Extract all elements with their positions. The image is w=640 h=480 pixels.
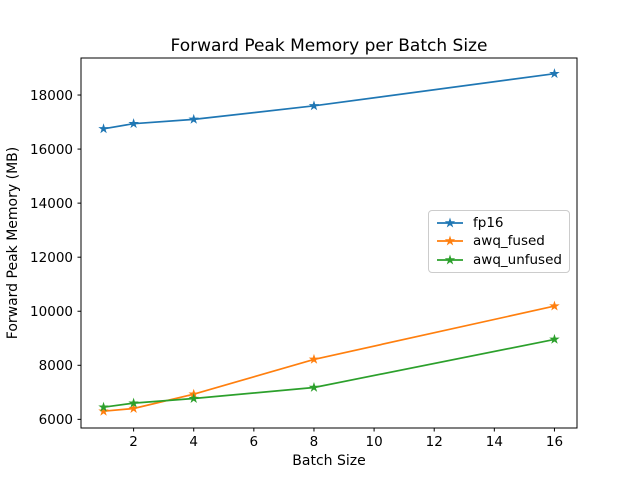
data-point-awq_unfused [128,397,139,408]
series-line-awq_fused [103,305,555,413]
x-tick-label: 4 [189,434,198,450]
x-axis-label: Batch Size [292,453,366,469]
x-tick-label: 6 [250,434,259,450]
data-point-fp16 [128,118,139,129]
legend-star-icon [444,254,456,265]
data-point-awq_fused [98,405,109,416]
x-tick-label: 14 [486,434,503,450]
data-point-fp16 [549,68,560,79]
y-tick-label: 16000 [30,142,73,158]
y-tick-label: 8000 [39,358,73,374]
legend-entry-awq_fused: awq_fused [436,232,562,250]
legend-entry-awq_unfused: awq_unfused [436,251,562,269]
data-point-fp16 [98,123,109,134]
y-tick-label: 10000 [30,304,73,320]
data-point-awq_unfused [549,333,560,344]
x-tick-label: 16 [546,434,563,450]
data-point-fp16 [188,113,199,124]
legend-label-fp16: fp16 [473,215,504,232]
x-tick-label: 2 [129,434,138,450]
legend-star-icon [444,235,456,246]
y-axis-label: Forward Peak Memory (MB) [5,146,21,340]
legend-entry-fp16: fp16 [436,214,562,232]
data-point-awq_fused [308,353,320,364]
y-tick-label: 14000 [30,196,73,212]
legend-label-awq_fused: awq_fused [473,233,545,250]
x-tick-label: 12 [426,434,443,450]
y-tick-label: 18000 [30,88,73,104]
y-tick-label: 12000 [30,250,73,266]
plot-spines [80,57,578,429]
x-tick-label: 10 [365,434,382,450]
legend-star-icon [444,217,456,228]
legend-label-awq_unfused: awq_unfused [473,251,562,268]
x-tick-label: 8 [310,434,319,450]
data-point-awq_unfused [308,381,320,392]
data-point-fp16 [308,100,320,111]
legend-line-sample-awq_unfused [437,254,463,265]
legend-line-sample-fp16 [437,217,463,228]
legend-line-sample-awq_fused [437,235,463,246]
data-point-awq_unfused [188,393,199,403]
data-point-awq_unfused [98,401,109,412]
data-point-awq_fused [549,300,560,311]
y-tick-label: 6000 [39,412,73,428]
data-point-awq_fused [128,403,139,413]
series-line-fp16 [103,72,555,130]
chart-title: Forward Peak Memory per Batch Size [170,36,488,56]
series-line-awq_unfused [103,338,555,409]
